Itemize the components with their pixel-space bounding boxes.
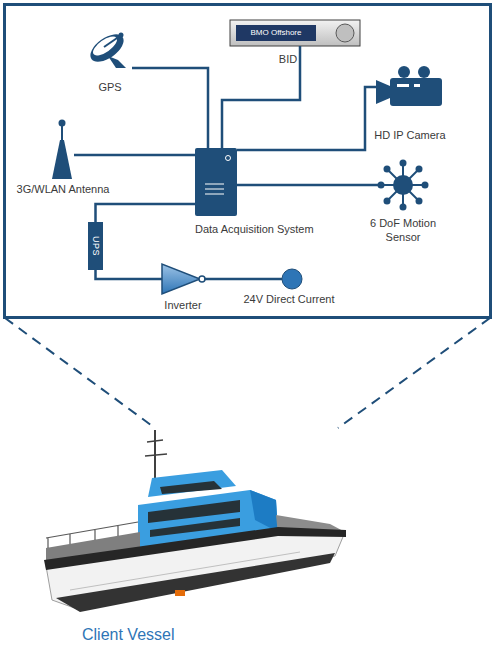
node-label: HD IP Camera [362,128,458,142]
zoom-frame [5,5,491,318]
camera-detail [414,84,420,87]
sensor-node [400,160,407,167]
vessel-cabin-window [148,500,240,523]
vessel-lower-fender [56,553,335,612]
inverter-icon [162,264,205,294]
sensor-node [422,182,429,189]
node-label: 24V Direct Current [234,292,344,306]
gps-node: GPS [88,32,132,72]
sensor-node [400,204,407,211]
sensor-node [384,166,391,173]
antenna-tip [59,120,66,127]
node-label: BID [278,52,298,66]
gps-dish-icon [86,29,129,68]
sensor-core [393,175,413,195]
server-node: Data Acquisition System [195,148,237,216]
inverter-node: Inverter [162,264,204,294]
sensor-node [384,198,391,205]
motion-sensor-icon [378,160,429,211]
display-text: BMO Offshore [236,25,316,41]
tower-slot [205,194,224,195]
connector-line [222,46,300,148]
vessel-cabin-side [250,490,278,532]
sensor-node [416,198,423,205]
vessel-mast [154,430,156,485]
zoom-leader [338,318,490,428]
dish-feed-tip [119,33,124,38]
camera-node: HD IP Camera [376,66,442,108]
inverter-triangle [162,264,200,294]
vessel-mast-bar [145,454,167,456]
tower-led [226,156,231,161]
dc-source-node: 24V Direct Current [282,268,302,290]
node-label: 3G/WLAN Antenna [4,182,122,196]
sensor-node [416,166,423,173]
camera-reel [418,66,430,78]
node-label: Data Acquisition System [195,222,315,236]
camera-detail [397,84,409,87]
connector-line [132,68,208,148]
ups-node: UPS [88,222,103,270]
node-label: Inverter [152,298,214,312]
vessel-cabin-window [150,518,240,537]
bid-node: BMO OffshoreBID [230,20,360,46]
connector-line [237,184,380,187]
dish-feed [104,36,120,47]
antenna-node: 3G/WLAN Antenna [52,118,74,180]
node-label: 6 DoF Motion Sensor [358,216,448,244]
zoom-leader [5,318,155,428]
vessel-hull-line [70,552,300,590]
vessel-node: Client Vessel [40,425,370,625]
server-tower-icon [195,148,237,216]
vessel-mast-bar [147,440,163,442]
antenna-icon [52,120,72,180]
bid-device-icon [230,20,360,46]
vessel-bridge-window [160,481,222,494]
tower-body [195,148,237,216]
tower-slot [205,184,224,185]
ups-box [88,222,103,270]
node-label: GPS [88,80,132,94]
vessel-illustration [44,430,346,612]
dish-inner [90,33,120,59]
connector-line [237,87,376,150]
dc-source-circle [282,269,302,289]
tower-slot [205,189,224,190]
connector-line [74,154,195,157]
bid-body [230,20,360,46]
dish-mount [108,56,126,68]
camera-icon [376,66,442,106]
vessel-label: Client Vessel [82,625,222,645]
bid-knob [336,24,354,42]
connector-line [96,204,196,222]
vessel-hull-mark [175,590,185,596]
camera-lens [376,80,390,104]
antenna-tower [52,140,72,179]
dish-body [86,29,129,67]
vessel-railing [46,522,138,548]
connector-line [96,270,163,279]
ups-text: UPS [88,222,103,270]
vessel-bridge [148,470,236,497]
camera-body [390,78,442,106]
camera-reel [398,66,410,78]
sensor-node: 6 DoF Motion Sensor [380,162,426,208]
connector-line [204,278,282,281]
